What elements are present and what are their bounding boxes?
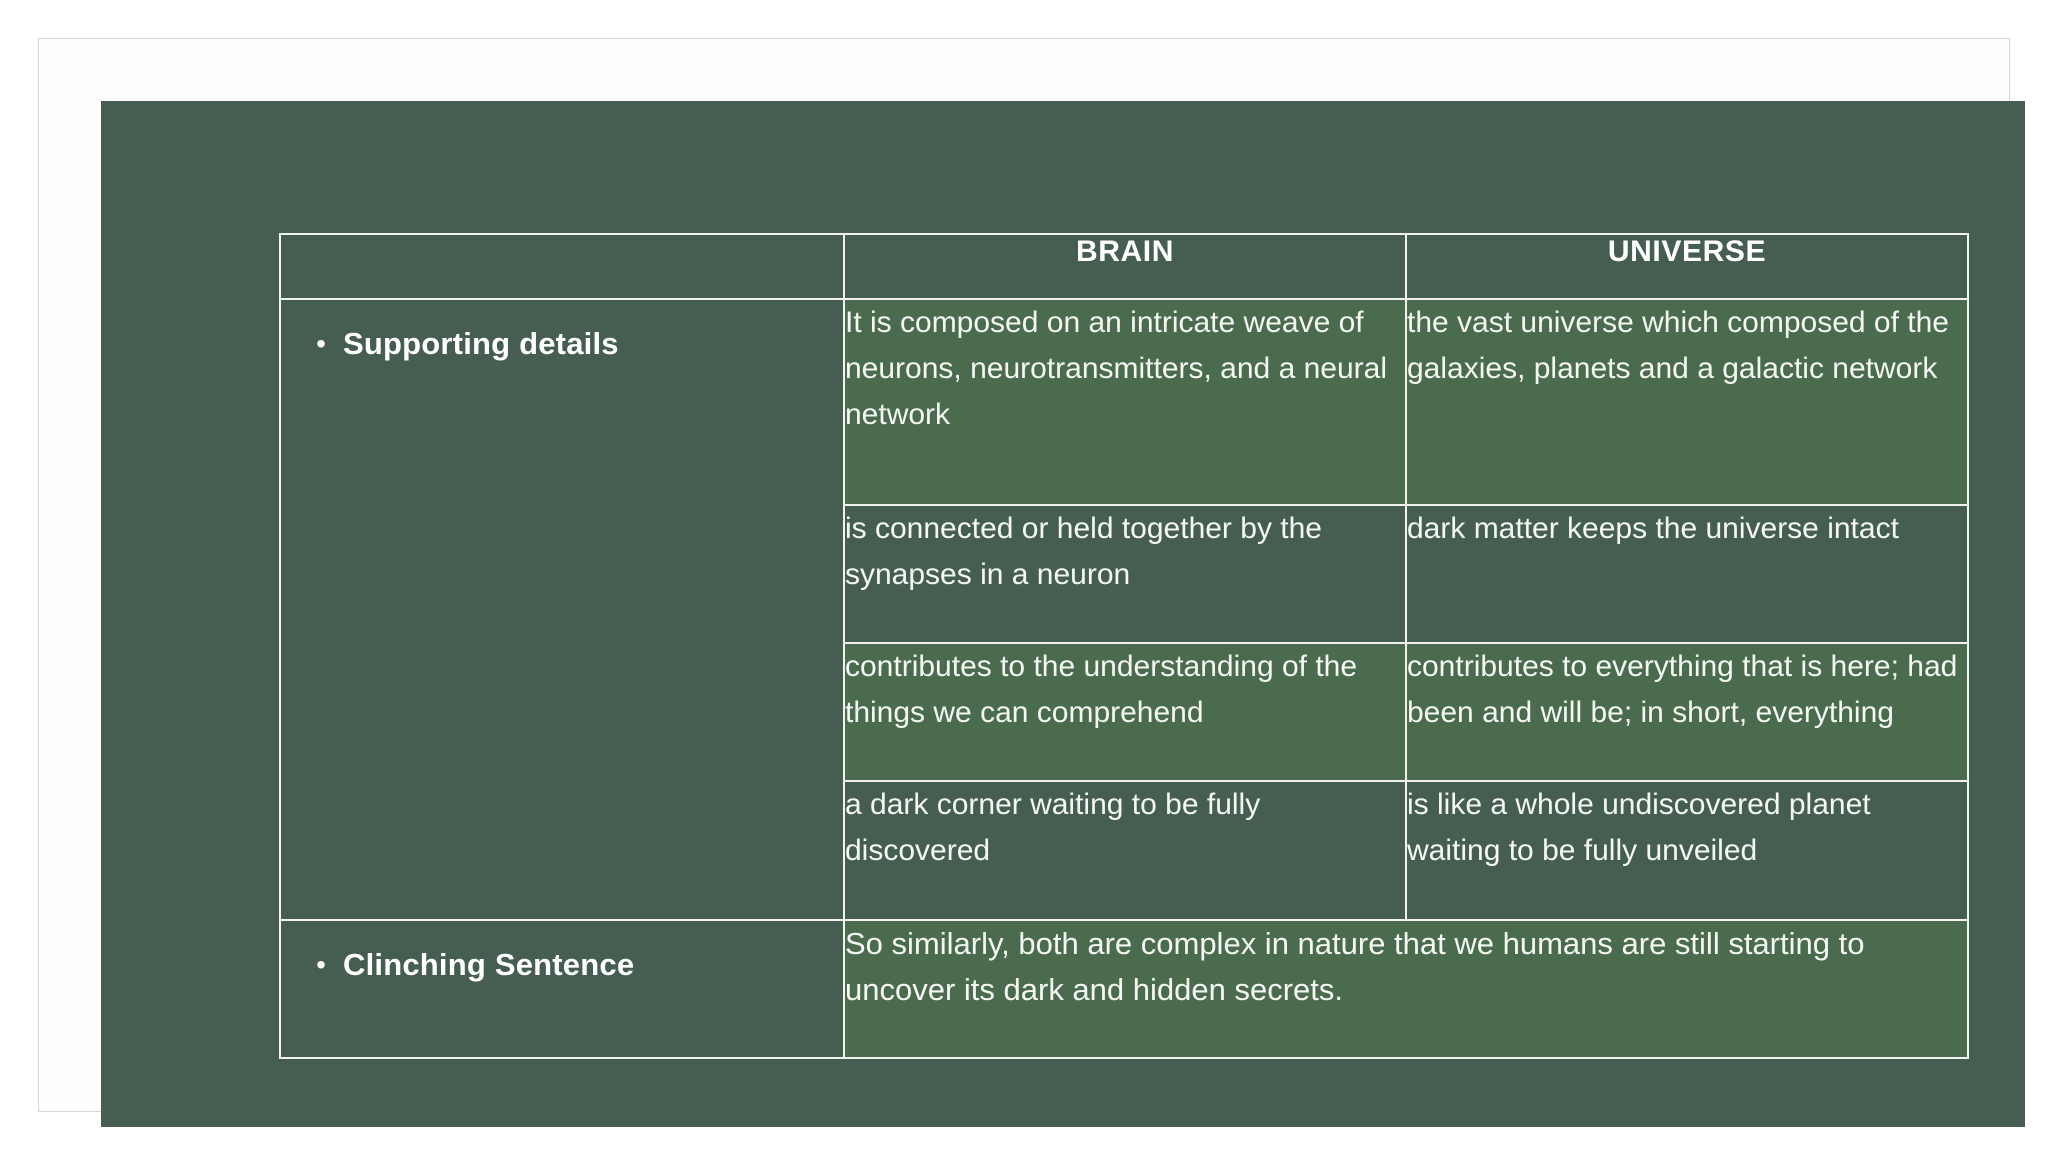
table-row-clinching: • Clinching Sentence So similarly, both … bbox=[279, 918, 1969, 1060]
cell-universe-1: the vast universe which composed of the … bbox=[1405, 298, 1969, 506]
bullet-icon: • bbox=[316, 328, 326, 359]
slide-page: BRAIN UNIVERSE • Supporting details It i… bbox=[38, 38, 2025, 1127]
slide-surface: BRAIN UNIVERSE • Supporting details It i… bbox=[101, 101, 2025, 1127]
cell-clinching-sentence: So similarly, both are complex in nature… bbox=[843, 918, 1969, 1060]
cell-brain-4: a dark corner waiting to be fully discov… bbox=[843, 780, 1407, 921]
cell-brain-1: It is composed on an intricate weave of … bbox=[843, 298, 1407, 506]
bullet-icon: • bbox=[316, 948, 326, 980]
cell-universe-3: contributes to everything that is here; … bbox=[1405, 642, 1969, 783]
row-label-text: Clinching Sentence bbox=[343, 946, 635, 982]
column-header-universe: UNIVERSE bbox=[1405, 233, 1969, 300]
cell-brain-3: contributes to the understanding of the … bbox=[843, 642, 1407, 783]
row-label-text: Supporting details bbox=[343, 326, 619, 361]
table-row: • Supporting details It is composed on a… bbox=[279, 298, 1969, 921]
table-row: contributes to the understanding of the … bbox=[280, 642, 1969, 783]
row-label-supporting-details: • Supporting details bbox=[279, 298, 845, 921]
table-row: a dark corner waiting to be fully discov… bbox=[280, 780, 1969, 921]
cell-universe-4: is like a whole undiscovered planet wait… bbox=[1405, 780, 1969, 921]
table-header-row: BRAIN UNIVERSE bbox=[279, 233, 1969, 300]
cell-brain-2: is connected or held together by the syn… bbox=[843, 503, 1407, 645]
row-label-clinching-sentence: • Clinching Sentence bbox=[279, 918, 845, 1060]
column-header-brain: BRAIN bbox=[843, 233, 1407, 300]
label-row: • Supporting details bbox=[281, 300, 843, 366]
cell-universe-2: dark matter keeps the universe intact bbox=[1405, 503, 1969, 645]
table-row: is connected or held together by the syn… bbox=[280, 503, 1969, 645]
label-row: • Clinching Sentence bbox=[281, 921, 843, 987]
header-blank-cell bbox=[279, 233, 845, 300]
comparison-table: BRAIN UNIVERSE • Supporting details It i… bbox=[279, 233, 1969, 1060]
